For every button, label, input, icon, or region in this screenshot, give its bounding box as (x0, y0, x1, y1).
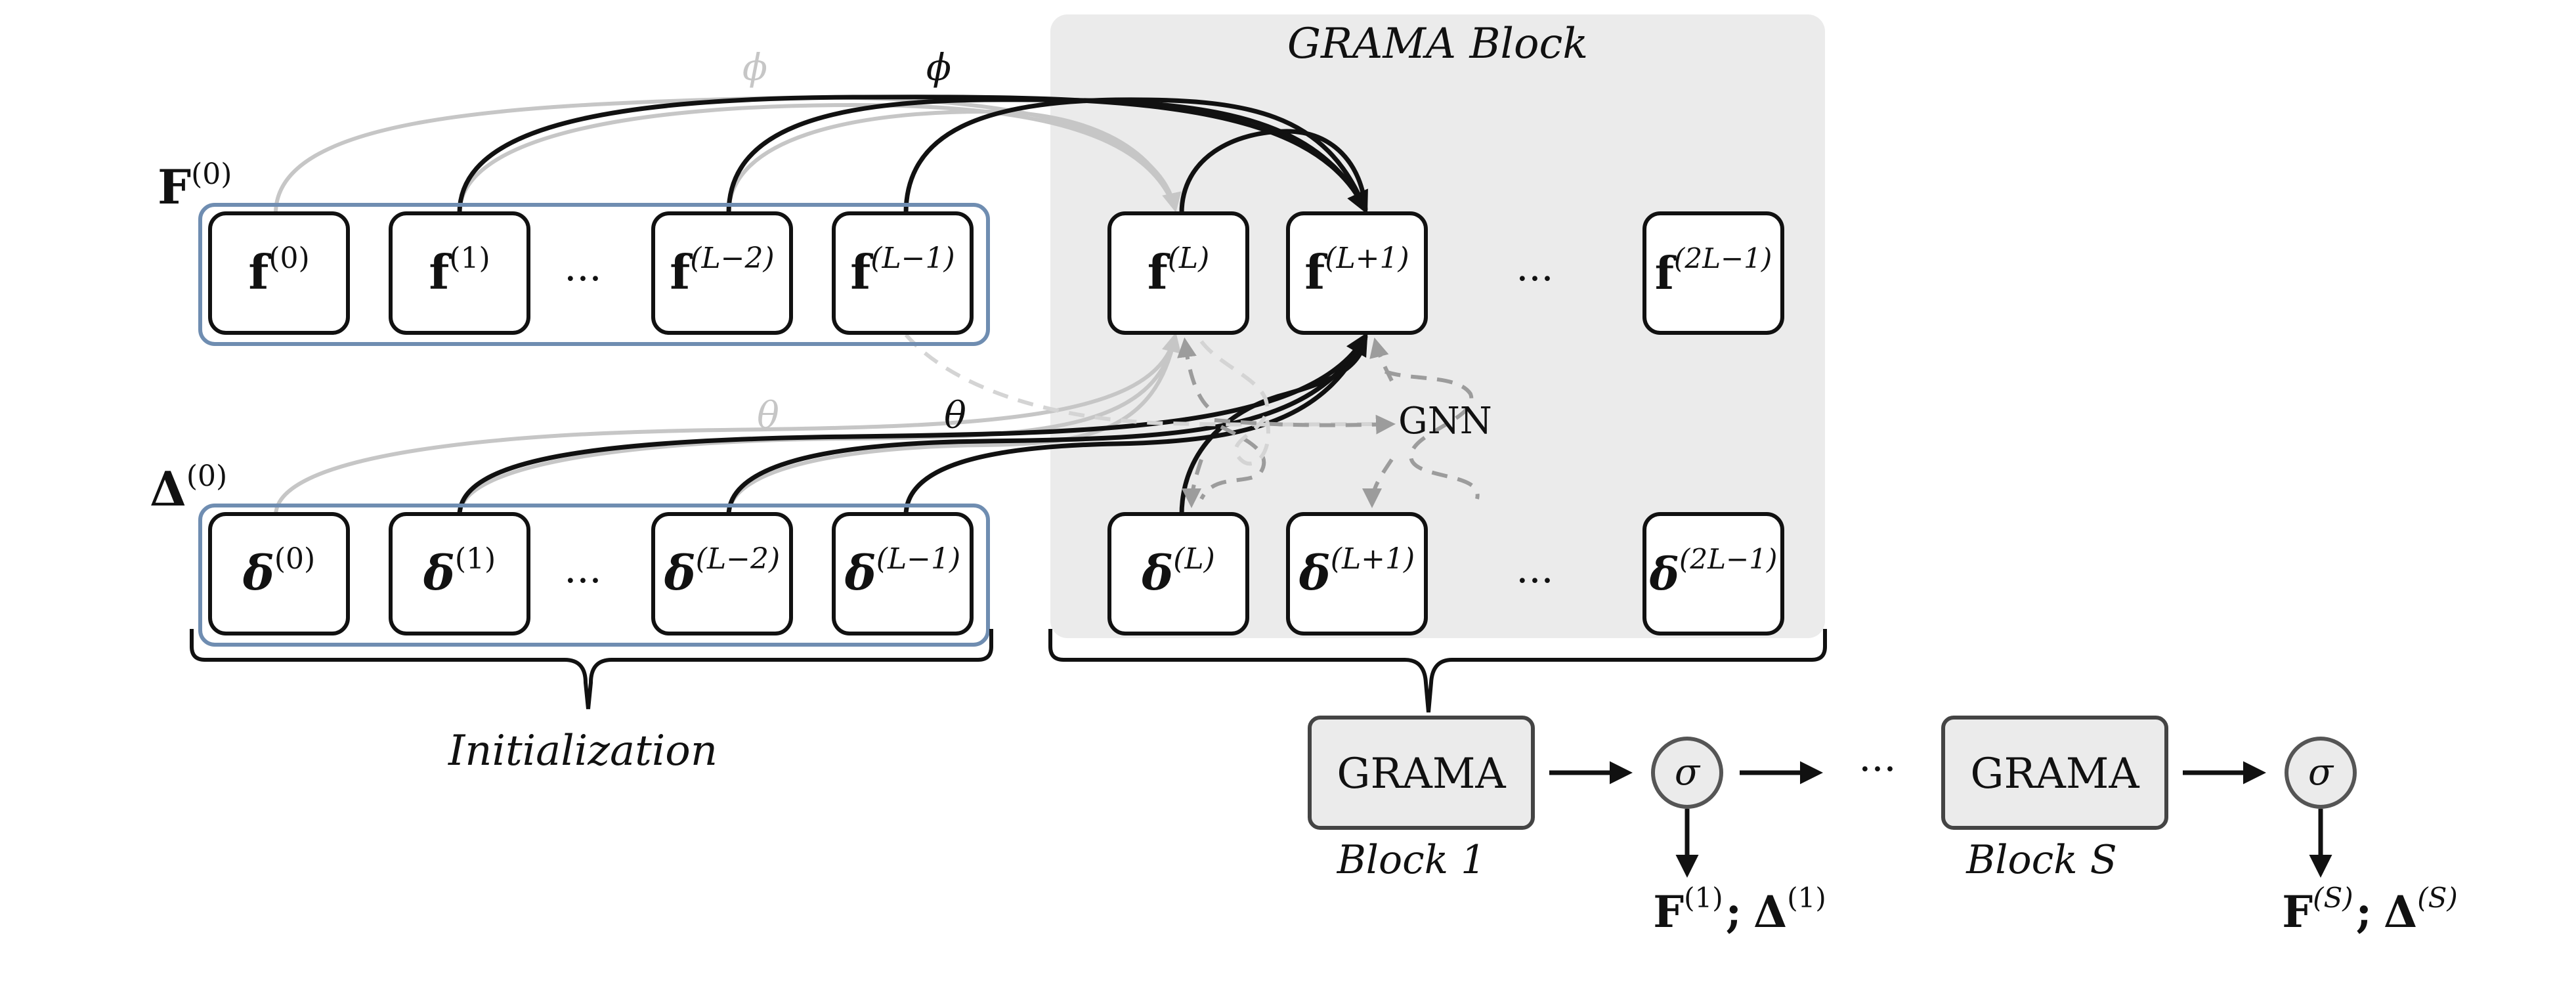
output-s: F(S);Δ(S) (2282, 882, 2458, 937)
f-node-3: f(L−1) (832, 211, 974, 335)
initialization-label: Initialization (448, 727, 718, 775)
sigma-node-s-label: σ (2308, 751, 2334, 794)
svg-text:δ(L−2): δ(L−2) (664, 542, 780, 601)
sigma-node-1 (1651, 737, 1723, 809)
f-node-5: f(L+1) (1286, 211, 1428, 335)
delta-node-2: δ(L−2) (651, 512, 793, 635)
delta-node-0: δ(0) (208, 512, 350, 635)
svg-text:f(0): f(0) (248, 242, 309, 300)
phi-connections (457, 95, 1368, 215)
gnn-label: GNN (1398, 400, 1492, 442)
delta-node-6: δ(2L−1) (1642, 512, 1784, 635)
phi-ghost-connections (274, 95, 1182, 214)
f-node-4: f(L) (1107, 211, 1249, 335)
grama-block-1-label: GRAMA (1337, 750, 1506, 798)
delta-node-4: δ(L) (1107, 512, 1249, 635)
theta-connections (457, 332, 1368, 516)
delta0-group-border (198, 504, 990, 647)
block-1-label: Block 1 (1337, 837, 1486, 883)
svg-text:f(L−2): f(L−2) (670, 242, 774, 300)
delta-node-3: δ(L−1) (832, 512, 974, 635)
delta-dots-right: ··· (1516, 558, 1553, 604)
svg-text:f(2L−1): f(2L−1) (1655, 242, 1772, 300)
phi-label-light: ϕ (742, 47, 767, 89)
svg-text:δ(L): δ(L) (1141, 542, 1215, 601)
f-node-0: f(0) (208, 211, 350, 335)
theta-ghost-connections (274, 332, 1182, 516)
f-node-2: f(L−2) (651, 211, 793, 335)
gnn-dashed-connections (904, 334, 1480, 508)
grama-block-s (1941, 716, 2168, 830)
block-s-label: Block S (1965, 837, 2117, 883)
svg-text:f(L+1): f(L+1) (1304, 242, 1409, 300)
delta-node-5: δ(L+1) (1286, 512, 1428, 635)
svg-text:δ(L+1): δ(L+1) (1299, 542, 1415, 601)
phi-label: ϕ (926, 47, 951, 89)
grama-block-background (1050, 14, 1825, 638)
svg-text:f(L): f(L) (1148, 242, 1210, 300)
svg-text:f(1): f(1) (429, 242, 490, 300)
grama-block-s-label: GRAMA (1970, 750, 2139, 798)
Delta0-label: Δ(0) (150, 460, 227, 517)
f-node-1: f(1) (389, 211, 530, 335)
svg-text:δ(0): δ(0) (242, 542, 315, 601)
delta-dots-left: ··· (564, 558, 601, 604)
svg-text:δ(L−1): δ(L−1) (844, 542, 960, 601)
delta-node-1: δ(1) (389, 512, 530, 635)
svg-text:δ(1): δ(1) (423, 542, 496, 601)
F0-label: F(0) (158, 158, 232, 215)
grama-block-1 (1308, 716, 1535, 830)
sigma-node-s (2285, 737, 2357, 809)
output-1: F(1);Δ(1) (1653, 882, 1826, 937)
grama-block-title: GRAMA Block (1287, 20, 1588, 68)
svg-text:f(L−1): f(L−1) (850, 242, 955, 300)
initialization-brace (190, 629, 993, 710)
f-dots-left: ··· (564, 256, 601, 302)
f-node-6: f(2L−1) (1642, 211, 1784, 335)
grama-block-brace (1048, 629, 1827, 713)
sigma-node-1-label: σ (1675, 751, 1701, 794)
f0-group-border (198, 203, 990, 346)
pipeline-dots: ··· (1858, 746, 1896, 792)
theta-label: θ (944, 395, 966, 437)
f-dots-right: ··· (1516, 256, 1553, 302)
theta-label-light: θ (757, 395, 779, 437)
svg-text:δ(2L−1): δ(2L−1) (1649, 543, 1778, 601)
